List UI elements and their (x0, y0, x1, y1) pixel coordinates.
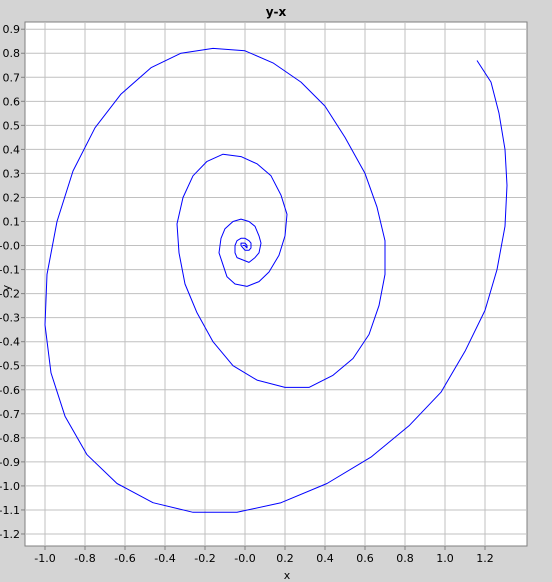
y-tick-label: -0.6 (0, 384, 20, 397)
y-tick-label: -0.9 (0, 456, 20, 469)
y-tick-label: -1.2 (0, 528, 20, 541)
y-tick-label: -0.3 (0, 312, 20, 325)
y-tick-label: -1.0 (0, 480, 20, 493)
y-tick-label: -1.1 (0, 504, 20, 517)
x-tick-label: 0.6 (356, 552, 374, 565)
x-tick-label: -0.0 (234, 552, 255, 565)
x-axis-title: x (284, 569, 291, 582)
y-tick-label: 0.4 (3, 143, 21, 156)
y-tick-label: -0.0 (0, 240, 20, 253)
y-tick-label: 0.7 (3, 71, 21, 84)
y-axis-title: y (0, 284, 13, 291)
x-tick-label: 0.2 (276, 552, 294, 565)
y-tick-label: -0.4 (0, 336, 20, 349)
chart-title: y-x (265, 5, 287, 19)
y-tick-label: -0.7 (0, 408, 20, 421)
x-tick-label: -0.4 (154, 552, 175, 565)
y-tick-label: 0.8 (3, 47, 21, 60)
axis-ticks: -1.0 -0.8 -0.6 -0.4 -0.2 -0.0 0.2 0.4 0.6 0.8 1.0 1… (0, 23, 494, 565)
x-tick-label: 1.2 (476, 552, 494, 565)
y-tick-label: 0.9 (3, 23, 21, 36)
series-line (44, 47, 508, 513)
x-tick-label: 1.0 (436, 552, 454, 565)
y-tick-label: 0.6 (3, 95, 21, 108)
y-tick-label: -0.8 (0, 432, 20, 445)
series-layer (44, 47, 508, 513)
x-tick-label: -0.8 (74, 552, 95, 565)
y-tick-label: -0.2 (0, 288, 20, 301)
y-tick-label: 0.3 (3, 167, 21, 180)
y-tick-label: -0.5 (0, 360, 20, 373)
x-tick-label: -0.2 (194, 552, 215, 565)
y-tick-label: 0.5 (3, 119, 21, 132)
x-tick-label: 0.8 (396, 552, 414, 565)
y-tick-label: -0.1 (0, 264, 20, 277)
y-tick-label: 0.1 (3, 216, 21, 229)
x-tick-label: 0.4 (316, 552, 334, 565)
x-tick-label: -1.0 (34, 552, 55, 565)
y-tick-label: 0.2 (3, 191, 21, 204)
x-tick-label: -0.6 (114, 552, 135, 565)
grid (25, 22, 527, 546)
